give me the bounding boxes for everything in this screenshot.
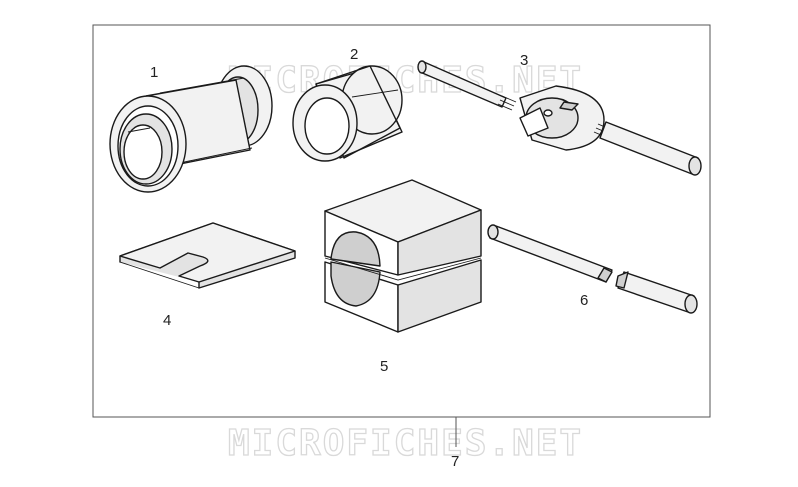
callout-part-5: 5 [380, 358, 388, 375]
callout-part-2: 2 [350, 46, 358, 63]
part-2-plain-sleeve [292, 65, 403, 162]
callout-part-3: 3 [520, 52, 528, 69]
part-3-threaded-clamp [417, 60, 702, 176]
callout-part-6: 6 [580, 292, 588, 309]
callout-assembly: 7 [451, 453, 459, 470]
part-1-flanged-sleeve [109, 65, 273, 193]
callout-part-4: 4 [163, 312, 171, 329]
callout-part-1: 1 [150, 64, 158, 81]
assembly-frame [92, 24, 711, 418]
watermark-top: MICROFICHES.NET [228, 60, 583, 101]
watermark-bottom: MICROFICHES.NET [228, 423, 583, 464]
part-5-split-block [324, 179, 482, 333]
part-4-slotted-shim [119, 222, 296, 289]
part-6-split-rod [487, 224, 698, 314]
